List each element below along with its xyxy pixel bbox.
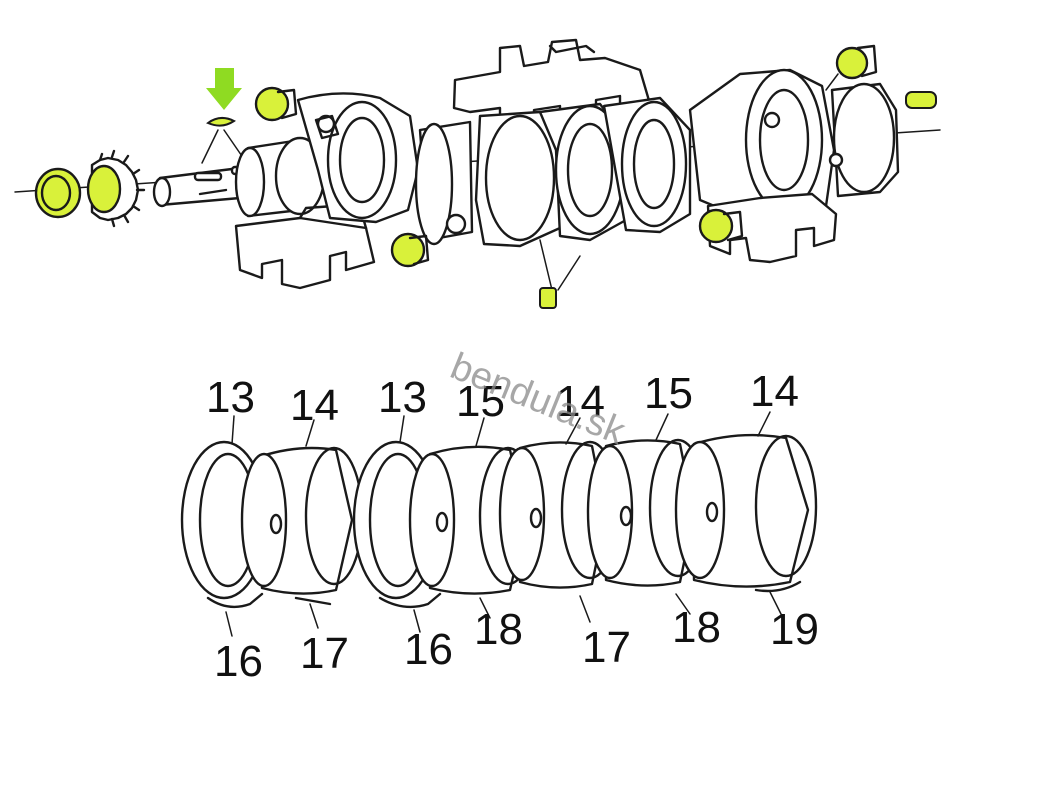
- crankshaft-assembly: [14, 38, 941, 309]
- callout-17-a: 17: [300, 629, 349, 678]
- callout-16-b: 16: [404, 625, 453, 674]
- rear-journal: [828, 82, 900, 198]
- callout-19: 19: [770, 605, 819, 654]
- bearing-shell-14-b: [498, 440, 620, 589]
- crank-throw-center: [474, 96, 692, 248]
- crank-throw-rear: [688, 68, 836, 224]
- oil-plug-leader-2: [557, 255, 581, 291]
- callout-14-c: 14: [750, 367, 799, 416]
- bearing-shell-14-c: [674, 433, 818, 593]
- front-bushing: [34, 167, 82, 219]
- callout-14-b: 14: [556, 377, 605, 426]
- bearing-shell-14-a: [240, 446, 364, 606]
- oil-plug-leader-1: [539, 239, 553, 291]
- bearing-shell-15-b: [586, 438, 708, 587]
- plug-2: [390, 232, 430, 268]
- main-journal-1: [234, 136, 326, 218]
- crank-throw-1: [296, 92, 420, 224]
- main-journal-2: [414, 120, 474, 246]
- plug-1: [254, 86, 298, 122]
- callout-16-a: 16: [214, 637, 263, 686]
- rear-plug-top: [825, 44, 878, 91]
- woodruff-key: [201, 117, 247, 164]
- callout-17-b: 17: [582, 623, 631, 672]
- callout-15-b: 15: [644, 369, 693, 418]
- bearing-shells: 13 14 13 15 14 15 14 16 17 16 18 17 18 1…: [180, 367, 819, 686]
- callout-18-a: 18: [474, 605, 523, 654]
- callout-15-a: 15: [456, 377, 505, 426]
- oil-plug-small: [539, 287, 557, 309]
- rear-dowel-pin: [905, 91, 937, 109]
- callout-leaders: [225, 411, 783, 637]
- callout-13-a: 13: [206, 373, 255, 422]
- callout-18-b: 18: [672, 603, 721, 652]
- callout-13-b: 13: [378, 373, 427, 422]
- callout-14-a: 14: [290, 381, 339, 430]
- timing-gear: [86, 149, 146, 228]
- plug-3: [698, 208, 744, 244]
- highlight-arrow-icon: [206, 68, 242, 110]
